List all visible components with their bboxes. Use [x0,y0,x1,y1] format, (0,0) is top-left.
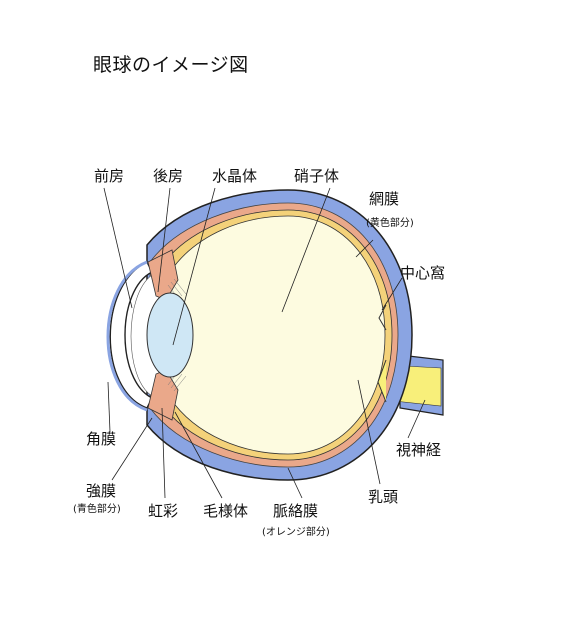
diagram-title: 眼球のイメージ図 [93,54,249,76]
optic-disc [377,359,387,403]
label-choroid-note: (オレンジ部分) [262,527,330,538]
label-optic-nerve: 視神経 [396,441,442,459]
label-cornea: 角膜 [86,430,117,448]
label-retina-note: (黄色部分) [366,218,414,229]
label-retina: 網膜 [369,190,400,208]
lens [146,292,194,378]
label-fovea: 中心窩 [400,264,446,282]
leader-lines [103,187,426,499]
cornea-edge [106,260,148,412]
label-lens: 水晶体 [212,167,258,185]
label-sclera: 強膜 [86,482,117,500]
label-vitreous-body: 硝子体 [294,167,340,185]
label-choroid: 脈絡膜 [273,502,319,520]
label-anterior-chamber: 前房 [94,167,125,185]
label-iris: 虹彩 [148,502,179,520]
fovea-notch [378,304,387,331]
label-posterior-chamber: 後房 [153,167,184,185]
vitreous-body [169,215,386,455]
label-sclera-note: (青色部分) [73,504,121,515]
label-optic-disc: 乳頭 [368,488,399,506]
label-ciliary-body: 毛様体 [203,502,249,520]
